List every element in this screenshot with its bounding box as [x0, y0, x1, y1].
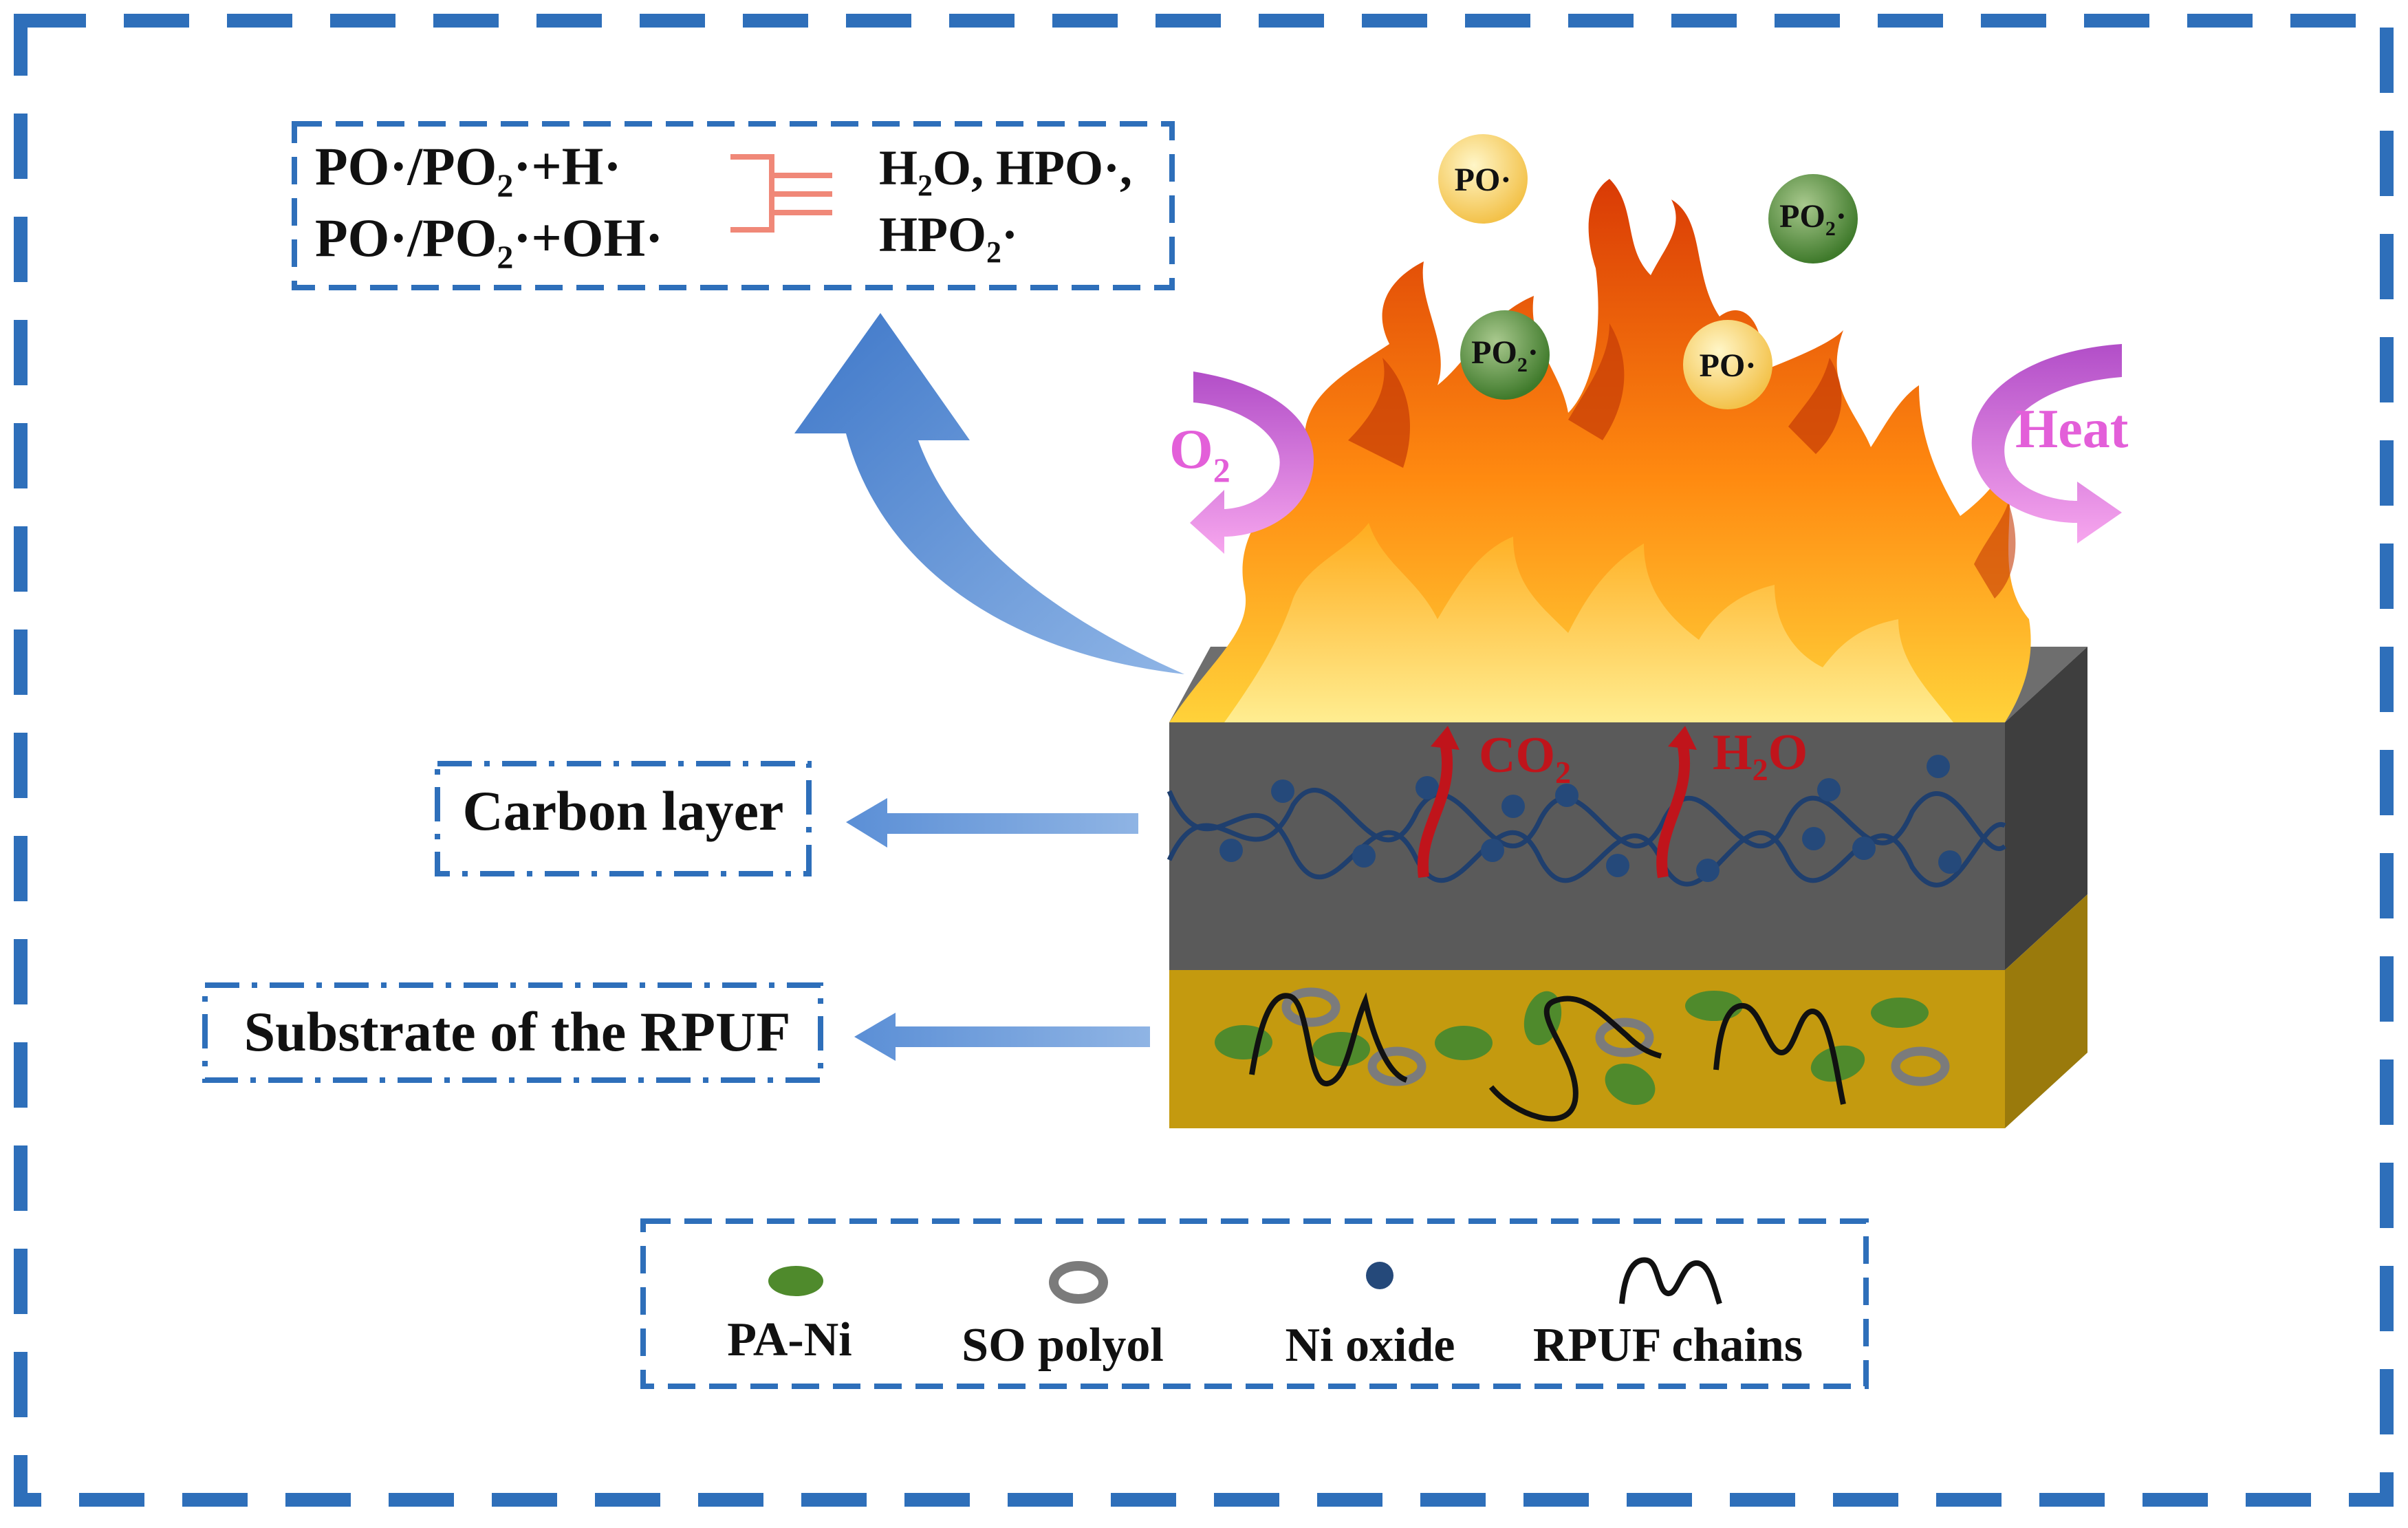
carbon-layer-label-box: [435, 761, 812, 876]
reaction-bracket-icon: [730, 154, 832, 233]
legend-ni-oxide-icon: [1366, 1262, 1393, 1289]
carbon-layer-arrow-icon: [846, 798, 1138, 848]
co2-label: CO2: [1479, 727, 1571, 790]
svg-text:PO·: PO·: [1700, 347, 1757, 384]
o2-curved-arrow-icon: [1190, 372, 1314, 554]
carbon-layer-front: [1169, 722, 2005, 970]
substrate-side: [2005, 894, 2087, 1128]
substrate-arrow-icon: [854, 1013, 1150, 1061]
heat-label: Heat: [2015, 399, 2129, 460]
h2o-arrowhead: [1668, 726, 1697, 750]
rpuf-chains: [1249, 992, 1846, 1122]
o2-label: O2: [1169, 418, 1230, 489]
co2-arrow-icon: [1417, 738, 1453, 879]
ni-oxide-dots: [1219, 755, 1962, 882]
reaction-left-line2: PO·/PO2·+OH·: [315, 208, 663, 276]
carbon-network: [1167, 788, 2007, 887]
legend-pa-ni-label: PA-Ni: [727, 1313, 852, 1366]
radical-po2-1: PO2·: [1768, 174, 1858, 263]
svg-text:PO·: PO·: [1455, 162, 1512, 198]
reaction-box: [292, 121, 1175, 290]
legend-rpuf-chains-icon: [1619, 1257, 1722, 1305]
substrate-label-box: [202, 982, 823, 1083]
flame-icon: [1169, 179, 2031, 722]
carbon-layer-label: Carbon layer: [463, 779, 784, 842]
co2-arrowhead: [1431, 726, 1460, 750]
outer-frame: [14, 14, 2394, 1507]
svg-text:PO2·: PO2·: [1779, 198, 1847, 240]
substrate-label: Substrate of the RPUF: [244, 1000, 791, 1063]
radical-po-2: PO·: [1683, 320, 1772, 409]
legend-ni-oxide-label: Ni oxide: [1286, 1319, 1455, 1372]
big-curved-arrow-icon: [794, 313, 1184, 674]
legend-pa-ni-icon: [768, 1266, 823, 1296]
radical-po-1: PO·: [1438, 134, 1528, 224]
reaction-left-line1: PO·/PO2·+H·: [315, 136, 621, 204]
heat-curved-arrow-icon: [1971, 344, 2122, 544]
legend-so-polyol-icon: [1049, 1261, 1108, 1304]
so-polyol-rings: [1281, 987, 1950, 1086]
h2o-label: H2O: [1713, 724, 1808, 787]
h2o-arrow-icon: [1656, 738, 1691, 879]
svg-text:PO2·: PO2·: [1471, 334, 1539, 376]
legend-rpuf-chains-label: RPUF chains: [1533, 1319, 1803, 1372]
reaction-right-line1: H2O, HPO·,: [879, 140, 1132, 202]
carbon-layer-side: [2005, 647, 2087, 970]
legend-box: [640, 1218, 1869, 1389]
radical-po2-2: PO2·: [1460, 310, 1550, 400]
reaction-right-line2: HPO2·: [879, 207, 1018, 269]
legend-so-polyol-label: SO polyol: [962, 1319, 1164, 1372]
